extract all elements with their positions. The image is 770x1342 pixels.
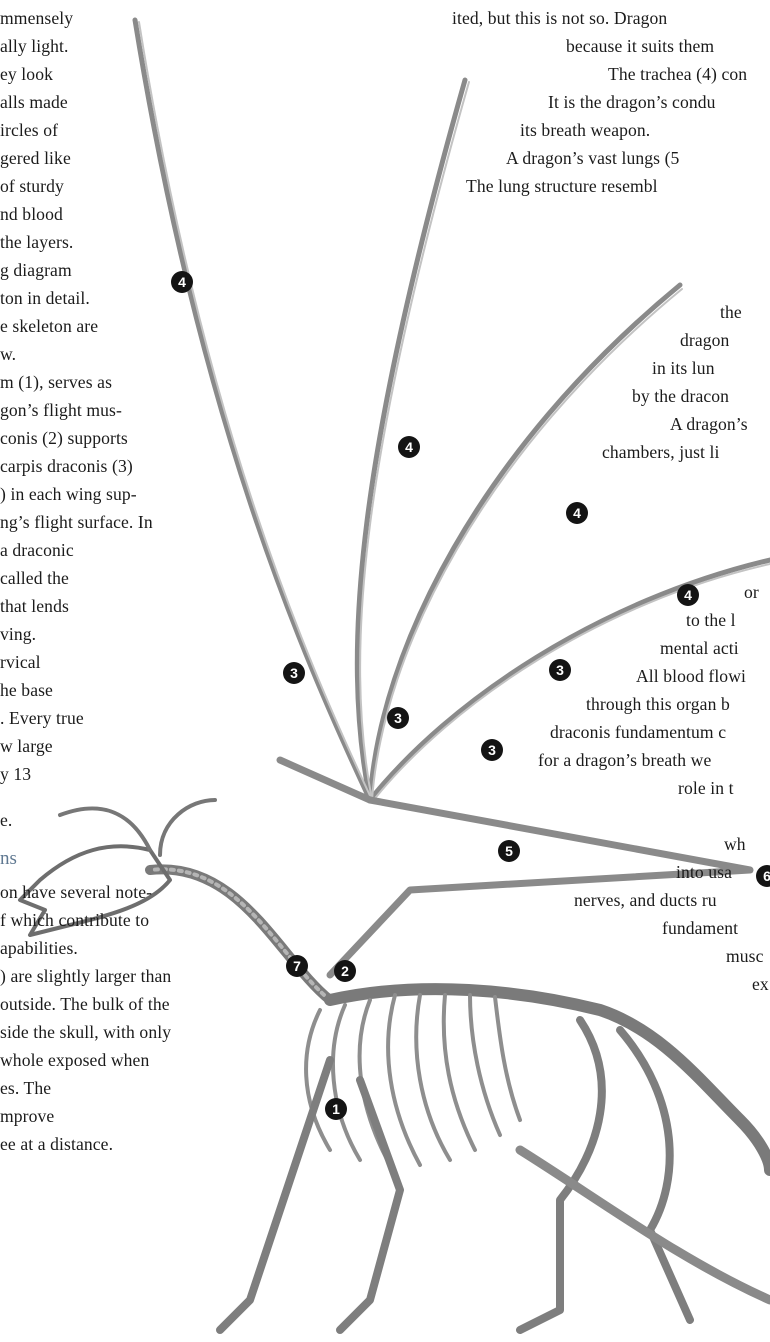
text-line: mprove	[0, 1104, 54, 1128]
text-line: ited, but this is not so. Dragon	[452, 6, 667, 30]
text-line: ex	[752, 972, 769, 996]
text-line: f which contribute to	[0, 908, 149, 932]
callout-3: 3	[481, 739, 503, 761]
ribcage	[306, 995, 520, 1165]
callout-2: 2	[334, 960, 356, 982]
text-line: of sturdy	[0, 174, 64, 198]
text-line: by the dracon	[632, 384, 729, 408]
text-line: dragon	[680, 328, 729, 352]
text-line: that lends	[0, 594, 69, 618]
callout-7: 7	[286, 955, 308, 977]
text-line: into usa	[676, 860, 732, 884]
text-line: . Every true	[0, 706, 84, 730]
text-line: outside. The bulk of the	[0, 992, 170, 1016]
text-line: alls made	[0, 90, 68, 114]
text-line: to the l	[686, 608, 736, 632]
callout-4: 4	[566, 502, 588, 524]
text-line: w large	[0, 734, 53, 758]
text-line: All blood flowi	[636, 664, 746, 688]
text-line: on have several note-	[0, 880, 152, 904]
callout-3: 3	[549, 659, 571, 681]
text-line: a draconic	[0, 538, 74, 562]
text-line: e skeleton are	[0, 314, 98, 338]
text-line: m (1), serves as	[0, 370, 112, 394]
text-line: musc	[726, 944, 764, 968]
text-line: called the	[0, 566, 69, 590]
text-line: carpis draconis (3)	[0, 454, 133, 478]
callout-3: 3	[387, 707, 409, 729]
callout-4: 4	[677, 584, 699, 606]
callout-4: 4	[398, 436, 420, 458]
callout-3: 3	[283, 662, 305, 684]
text-line: y 13	[0, 762, 31, 786]
text-line: It is the dragon’s condu	[548, 90, 716, 114]
text-line: es. The	[0, 1076, 51, 1100]
text-line: nd blood	[0, 202, 63, 226]
text-line: mmensely	[0, 6, 73, 30]
text-line: The lung structure resembl	[466, 174, 658, 198]
text-line: for a dragon’s breath we	[538, 748, 711, 772]
text-line: apabilities.	[0, 936, 78, 960]
neck-vertebrae	[150, 869, 330, 1000]
text-line: mental acti	[660, 636, 739, 660]
callout-1: 1	[325, 1098, 347, 1120]
text-line: role in t	[678, 776, 734, 800]
text-line: g diagram	[0, 258, 72, 282]
text-line: the layers.	[0, 230, 73, 254]
text-line: draconis fundamentum c	[550, 720, 726, 744]
text-line: conis (2) supports	[0, 426, 128, 450]
text-line: A dragon’s vast lungs (5	[506, 146, 679, 170]
text-line: or	[744, 580, 759, 604]
section-heading: ns	[0, 848, 17, 870]
spine	[330, 989, 770, 1170]
callout-5: 5	[498, 840, 520, 862]
text-line: ircles of	[0, 118, 58, 142]
text-line: rvical	[0, 650, 41, 674]
text-line: the	[720, 300, 742, 324]
text-line: side the skull, with only	[0, 1020, 171, 1044]
text-line: he base	[0, 678, 53, 702]
text-line: gered like	[0, 146, 71, 170]
callout-4: 4	[171, 271, 193, 293]
text-line: ng’s flight surface. In	[0, 510, 153, 534]
text-line: ) are slightly larger than	[0, 964, 171, 988]
text-line: its breath weapon.	[520, 118, 650, 142]
text-line: e.	[0, 808, 12, 832]
text-line: ) in each wing sup-	[0, 482, 137, 506]
text-line: nerves, and ducts ru	[574, 888, 717, 912]
text-line: through this organ b	[586, 692, 730, 716]
text-line: w.	[0, 342, 16, 366]
text-line: chambers, just li	[602, 440, 720, 464]
text-line: A dragon’s	[670, 412, 748, 436]
text-line: because it suits them	[566, 34, 714, 58]
text-line: in its lun	[652, 356, 715, 380]
legs	[220, 1020, 690, 1330]
text-line: gon’s flight mus-	[0, 398, 122, 422]
text-line: ee at a distance.	[0, 1132, 113, 1156]
text-line: fundament	[662, 916, 738, 940]
text-line: whole exposed when	[0, 1048, 149, 1072]
text-line: wh	[724, 832, 746, 856]
text-line: ally light.	[0, 34, 69, 58]
text-line: ey look	[0, 62, 53, 86]
text-line: ton in detail.	[0, 286, 90, 310]
text-line: The trachea (4) con	[608, 62, 747, 86]
text-line: ving.	[0, 622, 36, 646]
